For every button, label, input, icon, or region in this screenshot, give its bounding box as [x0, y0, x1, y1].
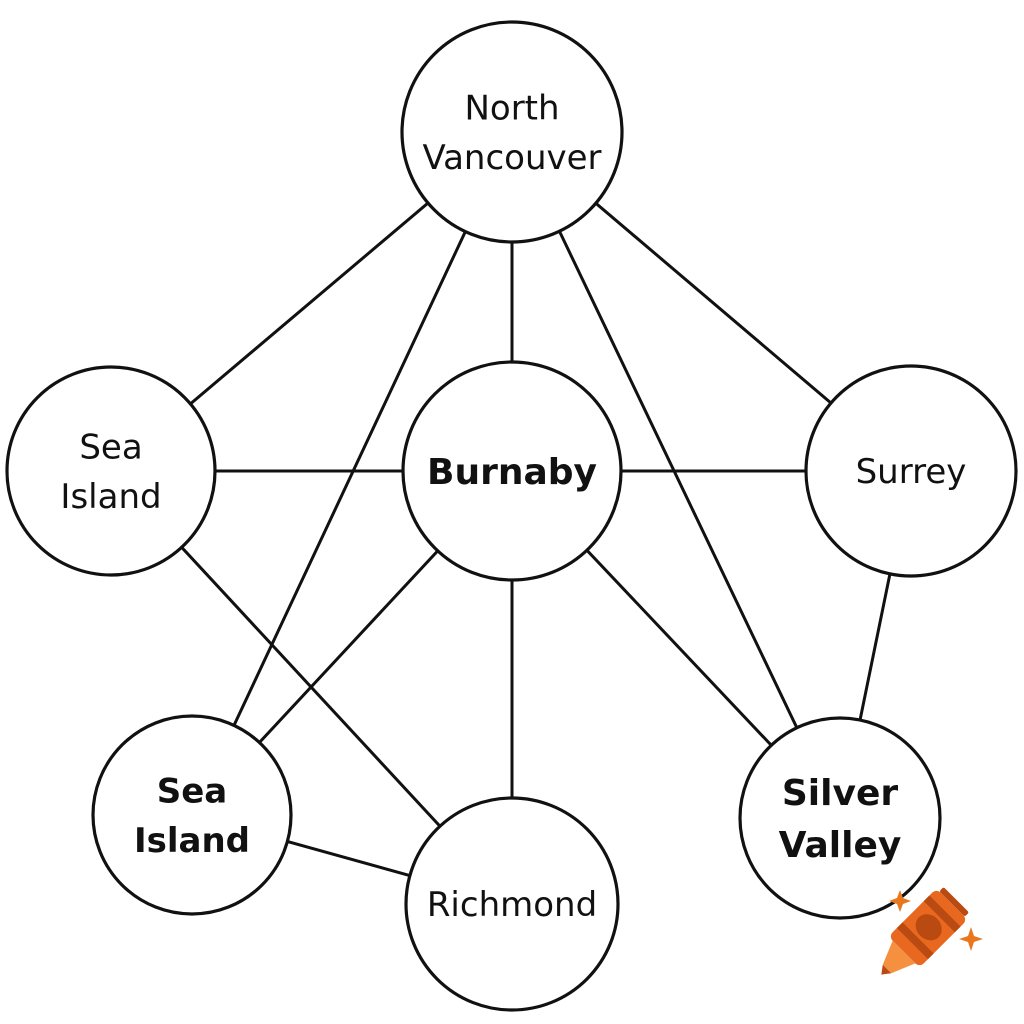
node-label: Sea [79, 428, 142, 468]
node-circle [5, 365, 217, 577]
node-label: Surrey [856, 452, 967, 492]
node-label: Silver [782, 773, 898, 814]
sparkle-icon [889, 890, 983, 951]
node-surrey: Surrey [804, 364, 1018, 578]
node-circle [91, 714, 293, 916]
node-circle [404, 796, 620, 1012]
node-burnaby: Burnaby [401, 360, 623, 582]
node-circle [738, 716, 942, 920]
crayon-icon [881, 887, 969, 975]
edge-north-vancouver-sea-island-bottom [190, 130, 514, 817]
node-label: North [464, 89, 559, 129]
node-circle [400, 20, 624, 244]
node-label: Sea [157, 772, 228, 812]
node-label: Island [134, 821, 250, 861]
node-circle [804, 364, 1018, 578]
node-label: Valley [779, 825, 902, 866]
node-circle [401, 360, 623, 582]
node-label: Island [60, 477, 161, 517]
edge-north-vancouver-silver-valley [510, 130, 842, 820]
node-richmond: Richmond [404, 796, 620, 1012]
node-label: Vancouver [422, 138, 601, 178]
node-label: Burnaby [427, 452, 597, 493]
node-label: Richmond [427, 885, 597, 925]
